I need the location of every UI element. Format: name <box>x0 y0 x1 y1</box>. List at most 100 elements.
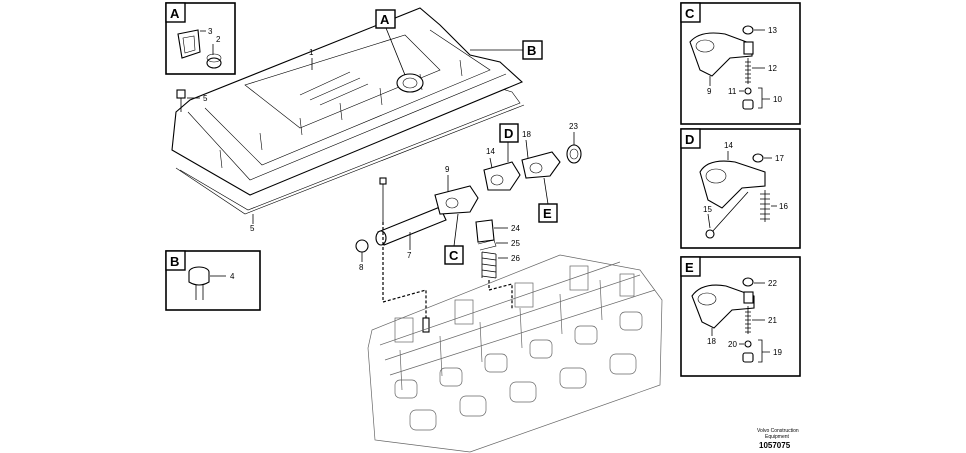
label-c-12: 12 <box>768 64 777 73</box>
label-5-top: 5 <box>203 94 208 103</box>
callout-a-letter: A <box>380 12 390 27</box>
label-d-16: 16 <box>779 202 788 211</box>
label-c-11: 11 <box>728 87 737 96</box>
retaining-clip <box>477 239 497 251</box>
footer-brand-line2: Equipment <box>765 434 790 440</box>
valve-cover-panel <box>244 34 441 129</box>
detail-c-tag <box>680 2 701 23</box>
valve-cover-top-edge <box>204 29 491 166</box>
detail-a-tag <box>165 2 186 23</box>
callout-b-letter: B <box>527 43 536 58</box>
valve-cover-body <box>171 7 524 196</box>
leader-15 <box>707 213 711 229</box>
valve-cover-ridge <box>187 73 507 181</box>
label-d-15: 15 <box>703 205 712 214</box>
detail-a-letter: A <box>170 6 180 21</box>
label-3: 3 <box>208 27 213 36</box>
cylinder-head-decks <box>379 261 656 376</box>
label-e-21: 21 <box>768 316 777 325</box>
ball-c <box>744 87 752 95</box>
detail-c-frame <box>680 2 801 125</box>
cylinder-head-outline <box>367 254 663 453</box>
screw-body-c <box>743 41 754 55</box>
label-23: 23 <box>569 122 578 131</box>
label-26: 26 <box>511 254 520 263</box>
bracket-inner <box>182 35 196 54</box>
rocker-assembly: 7 8 9 14 18 23 24 25 <box>355 122 582 333</box>
label-e-19: 19 <box>773 348 782 357</box>
label-14: 14 <box>486 147 495 156</box>
cap-c <box>742 99 754 110</box>
callout-a-leader <box>385 27 406 76</box>
cap-e <box>742 352 754 363</box>
detail-d-tag <box>680 128 701 149</box>
detail-a-panel: A 3 2 <box>165 2 236 75</box>
rocker-shaft-end <box>375 230 387 246</box>
detail-b-tag <box>165 250 186 271</box>
rocker-arm-14 <box>483 161 521 191</box>
rocker-shaft <box>377 206 447 246</box>
detail-b-panel: B 4 <box>165 250 261 311</box>
detail-e-tag <box>680 256 701 277</box>
rocker-support <box>475 219 495 243</box>
label-8: 8 <box>359 263 364 272</box>
rocker-arm-9-bore <box>445 197 459 209</box>
detail-e-letter: E <box>685 260 694 275</box>
callout-d-box <box>499 123 519 143</box>
label-1: 1 <box>309 48 314 57</box>
label-d-14: 14 <box>724 141 733 150</box>
screw-body-e <box>743 291 754 304</box>
detail-b-letter: B <box>170 254 179 269</box>
callout-e-letter: E <box>543 206 552 221</box>
detail-c-panel: C 13 12 11 10 9 <box>680 2 801 125</box>
rocker-arm-d-bore <box>705 168 727 184</box>
leader-18 <box>525 139 529 159</box>
rocker-arm-d <box>699 160 766 209</box>
assembly-line-left <box>382 222 427 318</box>
detail-d-frame <box>680 128 801 249</box>
spacer-ring-inner <box>569 148 579 160</box>
cover-ribs <box>219 59 463 169</box>
cylinder-head-towers <box>394 265 635 343</box>
label-9: 9 <box>445 165 450 174</box>
footer-brand-line1: Volvo Construction <box>757 428 799 434</box>
label-d-17: 17 <box>775 154 784 163</box>
rocker-arm-e-bore <box>697 292 717 306</box>
label-e-18: 18 <box>707 337 716 346</box>
seal-d <box>705 229 715 239</box>
label-24: 24 <box>511 224 520 233</box>
label-5-bottom: 5 <box>250 224 255 233</box>
oil-pipe-d <box>711 191 749 233</box>
assembly-line-right <box>488 280 513 310</box>
shaft-bolt-head <box>379 177 387 185</box>
bracket-19 <box>758 339 770 363</box>
dowel-pin <box>422 317 430 333</box>
nut-c <box>742 25 754 35</box>
valve-cover-assembly: 5 1 5 A B <box>171 7 543 233</box>
callout-d-letter: D <box>504 126 513 141</box>
cover-logo-lines <box>299 71 369 106</box>
leader-14 <box>489 157 493 169</box>
detail-e-frame <box>680 256 801 377</box>
callout-a-box <box>375 9 396 29</box>
nut-e <box>742 277 754 287</box>
ball-e <box>744 340 752 348</box>
rocker-arm-e <box>691 284 755 329</box>
detail-e-panel: E 22 21 20 19 18 <box>680 256 801 377</box>
valve-spring <box>481 251 497 279</box>
callout-c-leader <box>453 213 459 247</box>
footer-block: Volvo Construction Equipment 1057075 <box>757 428 799 450</box>
label-18: 18 <box>522 130 531 139</box>
detail-a-frame <box>165 2 236 75</box>
cylinder-head <box>367 254 663 453</box>
bracket-10 <box>758 87 770 109</box>
label-2: 2 <box>216 35 221 44</box>
callout-c-letter: C <box>449 248 459 263</box>
nut-d <box>752 153 764 163</box>
label-e-20: 20 <box>728 340 737 349</box>
rocker-arm-14-bore <box>490 174 504 186</box>
bushing-top <box>206 53 222 63</box>
detail-d-panel: D 17 14 16 15 <box>680 128 801 249</box>
